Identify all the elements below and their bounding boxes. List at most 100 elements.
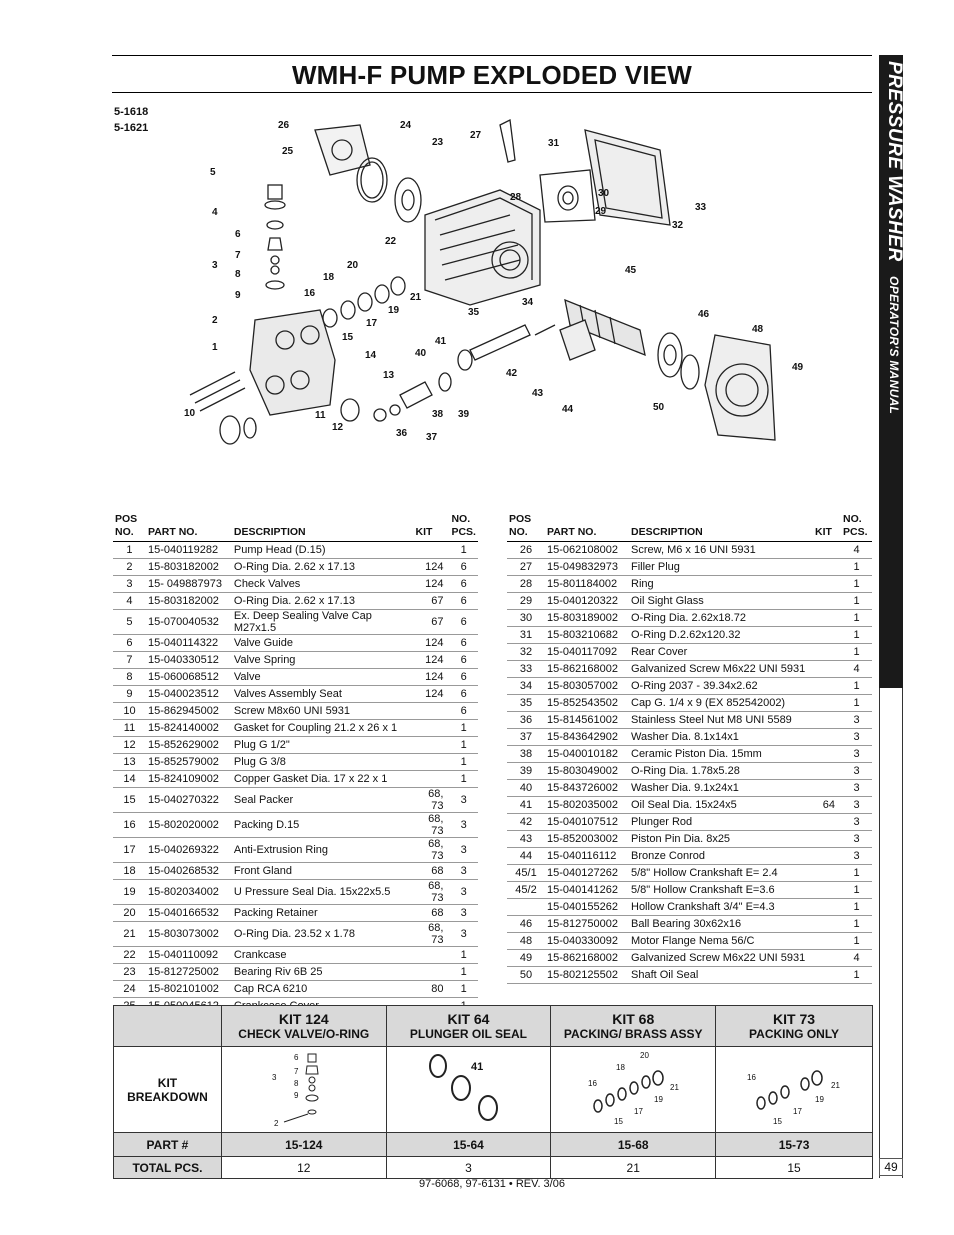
cell-description: Galvanized Screw M6x22 UNI 5931 [629, 660, 813, 678]
cell-part-number: 15-803182002 [145, 558, 232, 576]
cell-description: Ring [629, 575, 813, 593]
cell-kit: 64 [813, 796, 841, 814]
kit-64-breakdown: 41 [385, 1046, 552, 1133]
cell-description: Screw M8x60 UNI 5931 [231, 702, 414, 720]
kit-part-label: 19 [654, 1095, 663, 1104]
cell-pcs: 3 [449, 787, 478, 813]
cell-pos: 48 [507, 932, 545, 950]
kit-part-label: 15 [614, 1117, 623, 1126]
cell-kit [413, 753, 450, 771]
kit-total-pcs: 21 [550, 1156, 717, 1179]
cell-pcs: 3 [449, 921, 478, 947]
diagram-label: 27 [470, 130, 482, 141]
cell-pos: 42 [507, 813, 545, 831]
cell-kit [813, 915, 841, 933]
cell-part-number: 15-049832973 [545, 558, 629, 576]
diagram-label: 17 [366, 318, 378, 329]
cell-pos: 29 [507, 592, 545, 610]
cell-pos: 44 [507, 847, 545, 865]
cell-pcs: 1 [841, 609, 872, 627]
diagram-label: 3 [212, 260, 218, 271]
diagram-label: 34 [522, 297, 534, 308]
kit-part-label: 2 [274, 1119, 279, 1128]
cell-kit [813, 558, 841, 576]
cell-pcs: 3 [841, 745, 872, 763]
col-header-pcs: NO.PCS. [841, 513, 872, 542]
cell-pcs: 3 [841, 762, 872, 780]
cell-pcs: 3 [449, 862, 478, 880]
cell-kit: 124 [413, 668, 450, 686]
kits-part-row: PART # 15-124 15-64 15-68 15-73 [113, 1132, 873, 1157]
cell-kit: 68, 73 [413, 837, 450, 863]
cell-pcs: 6 [449, 702, 478, 720]
cell-description: Oil Sight Glass [629, 592, 813, 610]
kit-68-illustration: 20 18 16 21 19 17 15 [588, 1051, 679, 1126]
cell-pcs: 3 [449, 837, 478, 863]
model-number: 5-1621 [114, 122, 149, 134]
diagram-label: 48 [752, 324, 764, 335]
cell-pos: 31 [507, 626, 545, 644]
cell-part-number: 15-812750002 [545, 915, 629, 933]
kit-part-number: 15-124 [220, 1132, 387, 1157]
diagram-label: 39 [458, 409, 470, 420]
col-header-part: PART NO. [545, 513, 629, 542]
diagram-label: 24 [400, 120, 412, 131]
cell-kit [813, 762, 841, 780]
cell-description: O-Ring Dia. 23.52 x 1.78 [231, 921, 414, 947]
diagram-label: 30 [598, 188, 610, 199]
cell-part-number: 15-852579002 [145, 753, 232, 771]
diagram-label: 18 [323, 272, 335, 283]
cell-pos: 36 [507, 711, 545, 729]
cell-kit [813, 864, 841, 882]
cell-kit: 68, 73 [413, 879, 450, 905]
diagram-label: 20 [347, 260, 359, 271]
col-header-part: PART NO. [145, 513, 232, 542]
cell-kit [813, 626, 841, 644]
cell-pcs: 1 [841, 694, 872, 712]
cell-pos: 3 [113, 575, 146, 593]
cell-pos: 49 [507, 949, 545, 967]
cell-pos: 45/2 [507, 881, 545, 899]
row-label-total: TOTAL PCS. [113, 1156, 222, 1179]
cell-part-number: 15-824140002 [145, 719, 232, 737]
cell-pcs: 1 [841, 864, 872, 882]
cell-pcs: 1 [449, 541, 478, 559]
cell-pos: 23 [113, 963, 146, 981]
cell-pcs: 3 [841, 830, 872, 848]
cell-pos: 14 [113, 770, 146, 788]
cell-part-number: 15-802125502 [545, 966, 629, 984]
kit-part-label: 9 [294, 1091, 299, 1100]
diagram-label: 46 [698, 309, 710, 320]
diagram-label: 6 [235, 229, 241, 240]
cell-part-number: 15-040330512 [145, 651, 232, 669]
kit-73-breakdown: 16 21 19 17 15 [715, 1046, 873, 1133]
cell-pos: 4 [113, 592, 146, 610]
cell-description: Piston Pin Dia. 8x25 [629, 830, 813, 848]
kit-part-number: 15-68 [550, 1132, 717, 1157]
cell-pcs: 1 [841, 677, 872, 695]
kit-part-label: 18 [616, 1063, 625, 1072]
cell-kit [813, 966, 841, 984]
cell-part-number: 15-812725002 [145, 963, 232, 981]
cell-part-number: 15-070040532 [145, 609, 232, 635]
cell-pos: 41 [507, 796, 545, 814]
cell-pos: 17 [113, 837, 146, 863]
cell-part-number: 15-040117092 [545, 643, 629, 661]
diagram-label: 32 [672, 220, 684, 231]
model-number: 5-1618 [114, 106, 149, 118]
cell-pcs: 6 [449, 609, 478, 635]
cell-kit: 68, 73 [413, 921, 450, 947]
cell-kit [413, 946, 450, 964]
diagram-label: 49 [792, 362, 804, 373]
